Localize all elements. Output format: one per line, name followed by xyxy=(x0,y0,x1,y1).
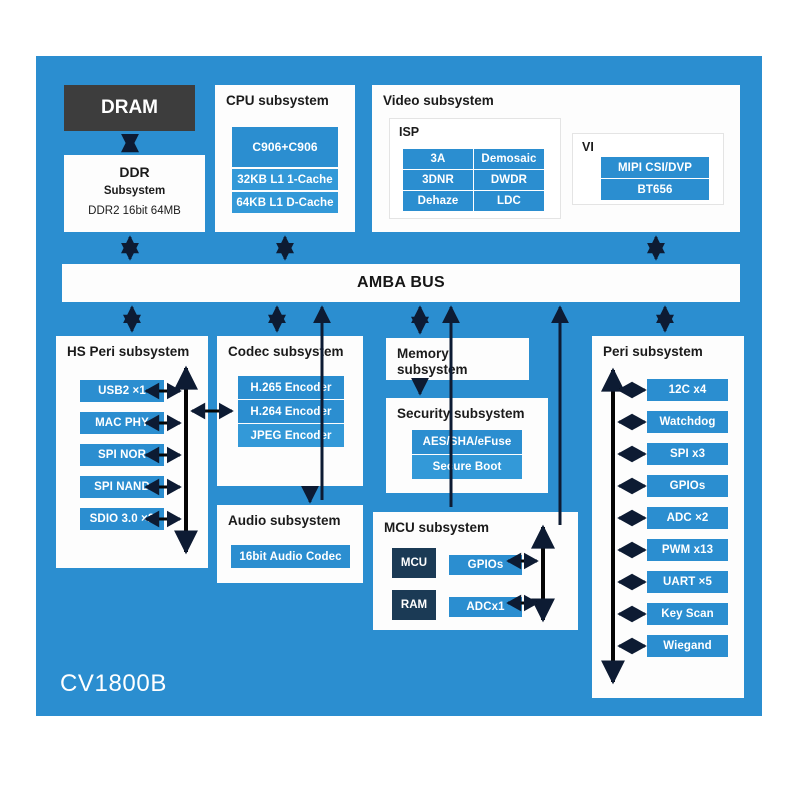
mcu-subsystem-title: MCU subsystem xyxy=(384,520,490,535)
peri-item-gpios: GPIOs xyxy=(647,475,728,497)
security-subsystem-title: Security subsystem xyxy=(397,406,525,421)
security-item-aes: AES/SHA/eFuse xyxy=(412,430,522,454)
isp-3a: 3A xyxy=(403,149,473,169)
ddr-subsystem-panel: DDR Subsystem DDR2 16bit 64MB xyxy=(64,155,205,232)
video-subsystem-title: Video subsystem xyxy=(383,93,494,108)
cpu-cache-l1i: 32KB L1 1-Cache xyxy=(232,169,338,190)
dram-block: DRAM xyxy=(64,85,195,131)
memory-subsystem-title: Memory subsystem xyxy=(397,346,468,377)
isp-panel: ISP 3A 3DNR Dehaze Demosaic DWDR LDC xyxy=(389,118,561,219)
cpu-core-block: C906+C906 xyxy=(232,127,338,167)
hs-peri-item-spi-nand: SPI NAND xyxy=(80,476,164,498)
mcu-core-block: MCU xyxy=(392,548,436,578)
hs-peri-item-mac-phy: MAC PHY xyxy=(80,412,164,434)
audio-subsystem-panel: Audio subsystem 16bit Audio Codec xyxy=(217,505,363,583)
isp-dehaze: Dehaze xyxy=(403,191,473,211)
vi-bt656: BT656 xyxy=(601,179,709,200)
codec-item-jpeg: JPEG Encoder xyxy=(238,424,344,447)
peri-item-uart: UART ×5 xyxy=(647,571,728,593)
security-subsystem-panel: Security subsystem AES/SHA/eFuse Secure … xyxy=(386,398,548,493)
video-subsystem-panel: Video subsystem ISP 3A 3DNR Dehaze Demos… xyxy=(372,85,740,232)
security-item-secure-boot: Secure Boot xyxy=(412,455,522,479)
peri-item-pwm: PWM x13 xyxy=(647,539,728,561)
vi-title: VI xyxy=(582,140,594,154)
hs-peri-item-sdio: SDIO 3.0 ×2 xyxy=(80,508,164,530)
mcu-item-gpios: GPIOs xyxy=(449,555,522,575)
hs-peri-subsystem-title: HS Peri subsystem xyxy=(67,344,190,359)
audio-item-codec: 16bit Audio Codec xyxy=(231,545,350,568)
hs-peri-item-spi-nor: SPI NOR xyxy=(80,444,164,466)
peri-subsystem-panel: Peri subsystem 12C x4 Watchdog SPI x3 GP… xyxy=(592,336,744,698)
peri-item-watchdog: Watchdog xyxy=(647,411,728,433)
isp-3dnr: 3DNR xyxy=(403,170,473,190)
peri-item-wiegand: Wiegand xyxy=(647,635,728,657)
chip-label: CV1800B xyxy=(60,670,167,697)
codec-item-h265: H.265 Encoder xyxy=(238,376,344,399)
memory-subsystem-panel: Memory subsystem xyxy=(386,338,529,380)
peri-item-key-scan: Key Scan xyxy=(647,603,728,625)
isp-ldc: LDC xyxy=(474,191,544,211)
ddr-subtitle: Subsystem xyxy=(103,185,166,197)
isp-dwdr: DWDR xyxy=(474,170,544,190)
isp-demosaic: Demosaic xyxy=(474,149,544,169)
codec-subsystem-title: Codec subsystem xyxy=(228,344,344,359)
vi-mipi-csi-dvp: MIPI CSI/DVP xyxy=(601,157,709,178)
hs-peri-item-usb2: USB2 ×1 xyxy=(80,380,164,402)
vi-panel: VI MIPI CSI/DVP BT656 xyxy=(572,133,724,205)
audio-subsystem-title: Audio subsystem xyxy=(228,513,341,528)
ddr-detail: DDR2 16bit 64MB xyxy=(88,205,181,217)
isp-title: ISP xyxy=(399,125,420,139)
mcu-ram-block: RAM xyxy=(392,590,436,620)
hs-peri-subsystem-panel: HS Peri subsystem USB2 ×1 MAC PHY SPI NO… xyxy=(56,336,208,568)
cpu-subsystem-title: CPU subsystem xyxy=(226,93,329,108)
amba-bus: AMBA BUS xyxy=(62,264,740,302)
peri-subsystem-title: Peri subsystem xyxy=(603,344,703,359)
peri-item-spi: SPI x3 xyxy=(647,443,728,465)
ddr-title: DDR xyxy=(119,164,150,180)
peri-item-adc: ADC ×2 xyxy=(647,507,728,529)
codec-subsystem-panel: Codec subsystem H.265 Encoder H.264 Enco… xyxy=(217,336,363,486)
peri-item-i2c: 12C x4 xyxy=(647,379,728,401)
codec-item-h264: H.264 Encoder xyxy=(238,400,344,423)
mcu-item-adc: ADCx1 xyxy=(449,597,522,617)
mcu-subsystem-panel: MCU subsystem MCU RAM GPIOs ADCx1 xyxy=(373,512,578,630)
cpu-subsystem-panel: CPU subsystem C906+C906 32KB L1 1-Cache … xyxy=(215,85,355,232)
cpu-cache-l1d: 64KB L1 D-Cache xyxy=(232,192,338,213)
